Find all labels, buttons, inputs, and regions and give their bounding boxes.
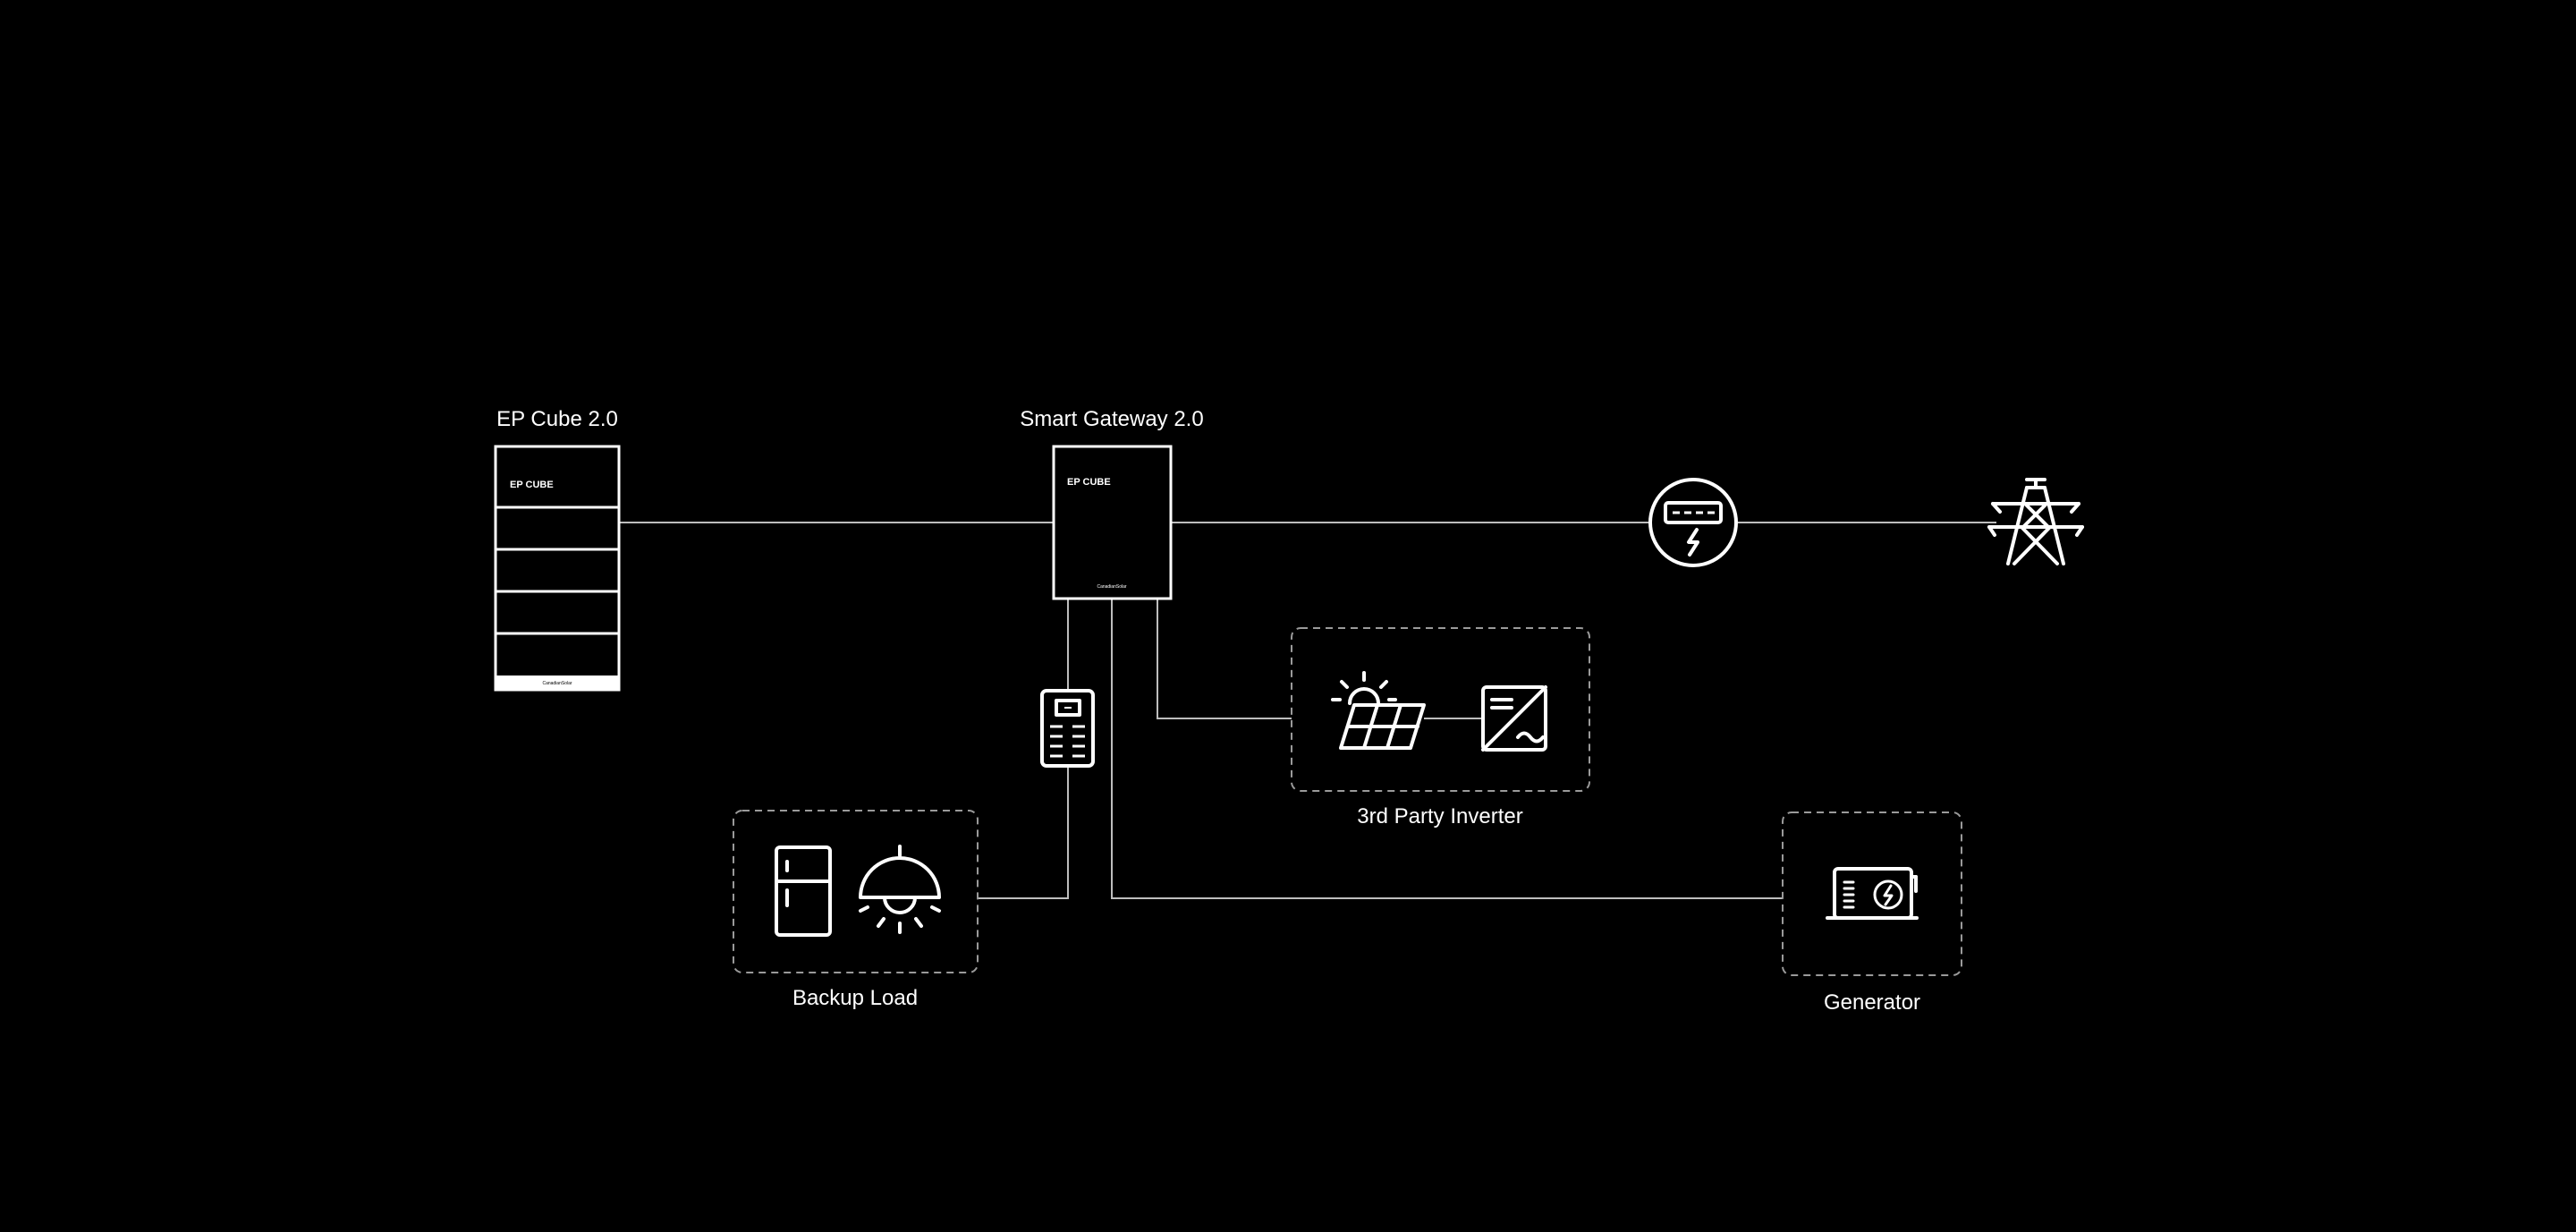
ep-cube-maker: CanadianSolar: [542, 681, 572, 686]
generator-label: Generator: [1824, 990, 1920, 1015]
controller-icon: [1040, 689, 1095, 768]
gateway-brand: EP CUBE: [1067, 477, 1111, 488]
ep-cube-label: EP Cube 2.0: [496, 407, 618, 431]
backup-load-box: [733, 810, 979, 973]
transmission-tower-icon: [1987, 478, 2084, 565]
meter-icon: [1648, 478, 1738, 567]
ep-cube-brand: EP CUBE: [510, 480, 554, 490]
refrigerator-icon: [775, 845, 832, 937]
gateway-maker: CanadianSolar: [1097, 584, 1126, 590]
inverter-group-box: [1291, 627, 1590, 792]
generator-icon: [1826, 867, 1919, 920]
inverter-icon: [1481, 685, 1547, 752]
wire-gateway-generator: [1111, 599, 1783, 899]
wires: [620, 522, 1996, 899]
backup-load-label: Backup Load: [792, 986, 918, 1010]
wire-gateway-inverter: [1157, 599, 1292, 719]
wire-controller-backup: [979, 766, 1069, 899]
lamp-icon: [859, 845, 941, 934]
inverter-group-label: 3rd Party Inverter: [1357, 804, 1522, 828]
solar-panel-icon: [1331, 671, 1426, 750]
generator-box: [1782, 811, 1962, 976]
battery-stack-icon: EP CUBE CanadianSolar: [494, 445, 621, 692]
gateway-icon: EP CUBE CanadianSolar: [1052, 445, 1173, 600]
smart-gateway-label: Smart Gateway 2.0: [1020, 407, 1203, 431]
